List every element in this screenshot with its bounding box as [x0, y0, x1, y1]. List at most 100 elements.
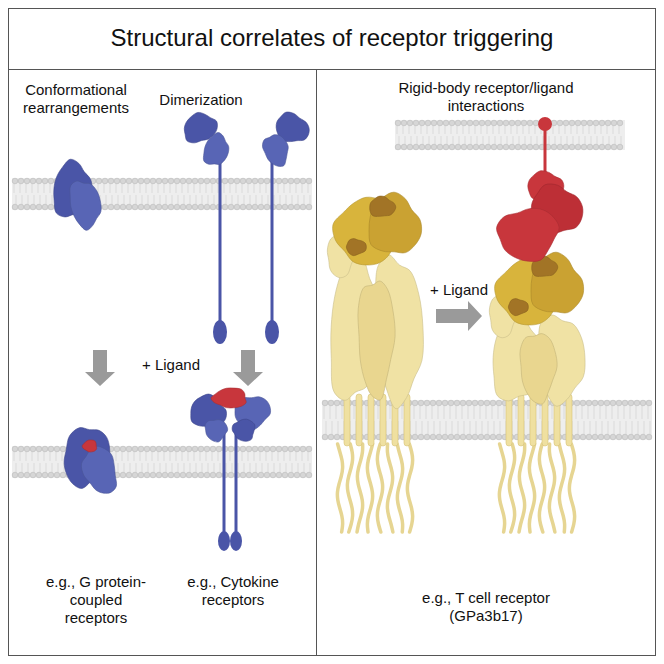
lipid-head: [252, 472, 258, 478]
lipid-tail: [44, 452, 45, 461]
lipid-tail: [208, 195, 209, 204]
lipid-tail: [632, 421, 633, 434]
lipid-head: [473, 144, 479, 150]
lipid-head: [491, 120, 497, 126]
lipid-tail: [46, 463, 47, 472]
lipid-tail: [278, 452, 279, 461]
lipid-head: [12, 446, 18, 452]
protein-domain: [81, 446, 116, 493]
lipid-head: [96, 178, 102, 184]
lipid-tail: [32, 452, 33, 461]
lipid-tail: [501, 136, 502, 144]
lipid-head: [467, 144, 473, 150]
lipid-head: [472, 400, 478, 406]
lipid-tail: [476, 421, 477, 434]
lipid-head: [126, 446, 132, 452]
receptor-stalk: [223, 430, 226, 532]
lipid-head: [12, 472, 18, 478]
lipid-tail: [230, 184, 231, 193]
lipid-head: [586, 434, 592, 440]
lipid-tail: [218, 184, 219, 193]
lipid-head: [114, 446, 120, 452]
lipid-tail: [414, 406, 415, 419]
lipid-head: [114, 178, 120, 184]
lipid-head: [634, 434, 640, 440]
panel-text: + Ligand: [426, 281, 492, 299]
lipid-head: [36, 178, 42, 184]
lipid-head: [198, 472, 204, 478]
lipid-head: [144, 472, 150, 478]
lipid-head: [424, 400, 430, 406]
lipid-head: [36, 446, 42, 452]
lipid-head: [490, 434, 496, 440]
lipid-tail: [22, 195, 23, 204]
lipid-tail: [50, 184, 51, 193]
protein-domain: [205, 420, 228, 442]
lipid-tail: [134, 452, 135, 461]
protein-domain: [262, 135, 288, 167]
lipid-tail: [202, 463, 203, 472]
lipid-tail: [308, 184, 309, 193]
lipid-tail: [302, 452, 303, 461]
lipid-head: [150, 178, 156, 184]
lipid-head: [563, 144, 569, 150]
lipid-tail: [248, 184, 249, 193]
lipid-tail: [112, 195, 113, 204]
lipid-head: [425, 144, 431, 150]
lipid-head: [478, 434, 484, 440]
lipid-tail: [98, 184, 99, 193]
lipid-head: [186, 204, 192, 210]
lipid-tail: [523, 126, 524, 134]
lipid-head: [401, 120, 407, 126]
lipid-tail: [493, 126, 494, 134]
lipid-head: [574, 400, 580, 406]
lipid-head: [604, 434, 610, 440]
lipid-tail: [262, 463, 263, 472]
lipid-head: [485, 120, 491, 126]
lipid-head: [120, 446, 126, 452]
lipid-head: [610, 434, 616, 440]
lipid-tail: [330, 406, 331, 419]
lipid-head: [126, 204, 132, 210]
lipid-tail: [528, 406, 529, 419]
lipid-tail: [40, 463, 41, 472]
lipid-tail: [296, 184, 297, 193]
lipid-head: [186, 178, 192, 184]
lipid-head: [258, 204, 264, 210]
lipid-head: [593, 144, 599, 150]
lipid-tail: [594, 406, 595, 419]
lipid-head: [491, 144, 497, 150]
lipid-head: [300, 446, 306, 452]
lipid-head: [478, 400, 484, 406]
lipid-tail: [188, 184, 189, 193]
cytoplasmic-tail: [549, 444, 555, 532]
lipid-head: [174, 204, 180, 210]
step-arrow: [436, 301, 482, 331]
lipid-head: [282, 472, 288, 478]
lipid-tail: [236, 184, 237, 193]
lipid-head: [216, 446, 222, 452]
lipid-tail: [202, 195, 203, 204]
lipid-tail: [441, 136, 442, 144]
lipid-tail: [433, 126, 434, 134]
lipid-head: [228, 204, 234, 210]
lipid-tail: [439, 126, 440, 134]
transmembrane-helix: [344, 394, 350, 446]
lipid-head: [551, 120, 557, 126]
lipid-head: [412, 434, 418, 440]
lipid-tail: [402, 406, 403, 419]
lipid-tail: [471, 136, 472, 144]
lipid-head: [198, 446, 204, 452]
lipid-head: [150, 472, 156, 478]
lipid-head: [412, 400, 418, 406]
lipid-head: [24, 204, 30, 210]
lipid-tail: [110, 184, 111, 193]
lipid-head: [42, 204, 48, 210]
membrane-anchor: [544, 128, 547, 178]
lipid-head: [527, 120, 533, 126]
lipid-head: [210, 178, 216, 184]
lipid-tail: [579, 136, 580, 144]
lipid-tail: [206, 452, 207, 461]
lipid-tail: [308, 452, 309, 461]
lipid-tail: [498, 406, 499, 419]
